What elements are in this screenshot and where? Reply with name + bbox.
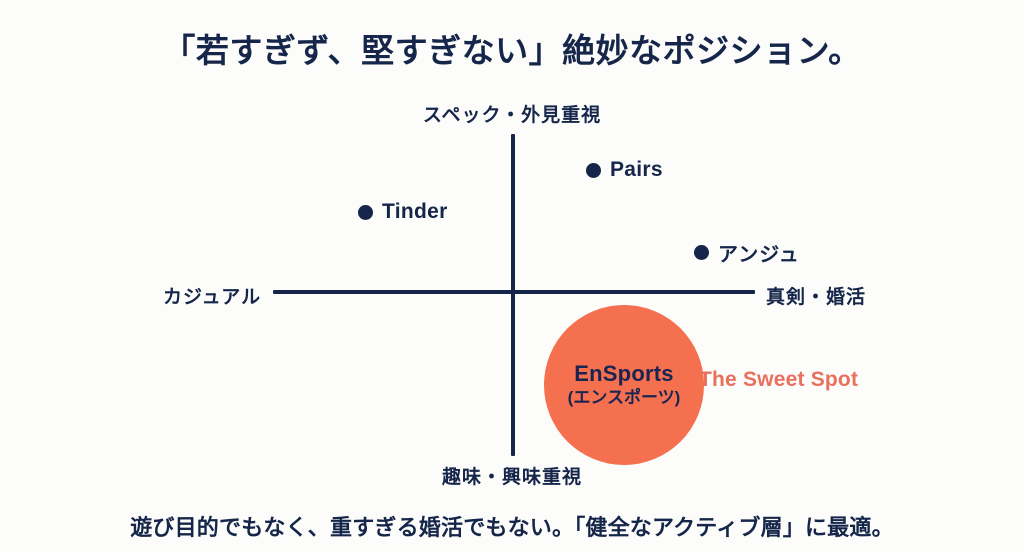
dot-icon (358, 204, 373, 220)
horizontal-axis-line (273, 290, 755, 294)
axis-label-bottom: 趣味・興味重視 (441, 467, 582, 488)
dot-icon (586, 162, 601, 178)
data-point-label-anju: アンジュ (718, 244, 800, 266)
data-point-label-pairs: Pairs (610, 158, 663, 181)
data-point-pairs: Pairs (586, 158, 663, 182)
bubble-label-ensports: EnSports (574, 361, 674, 387)
data-point-label-tinder: Tinder (382, 200, 448, 223)
annotation-sweet-spot: The Sweet Spot (699, 368, 859, 391)
axis-label-left: カジュアル (163, 287, 262, 308)
data-bubble-ensports: EnSports (エンスポーツ) (544, 305, 704, 465)
page-title: 「若すぎず、堅すぎない」絶妙なポジション。 (162, 32, 862, 69)
vertical-axis-line (511, 134, 515, 456)
bubble-sublabel-ensports: (エンスポーツ) (567, 388, 681, 408)
axis-label-right: 真剣・婚活 (766, 287, 867, 308)
page-caption: 遊び目的でもなく、重すぎる婚活でもない。「健全なアクティブ層」に最適。 (130, 515, 894, 540)
data-point-tinder: Tinder (358, 200, 448, 224)
data-point-anju: アンジュ (694, 238, 800, 267)
axis-label-top: スペック・外見重視 (422, 105, 602, 126)
dot-icon (694, 245, 709, 260)
